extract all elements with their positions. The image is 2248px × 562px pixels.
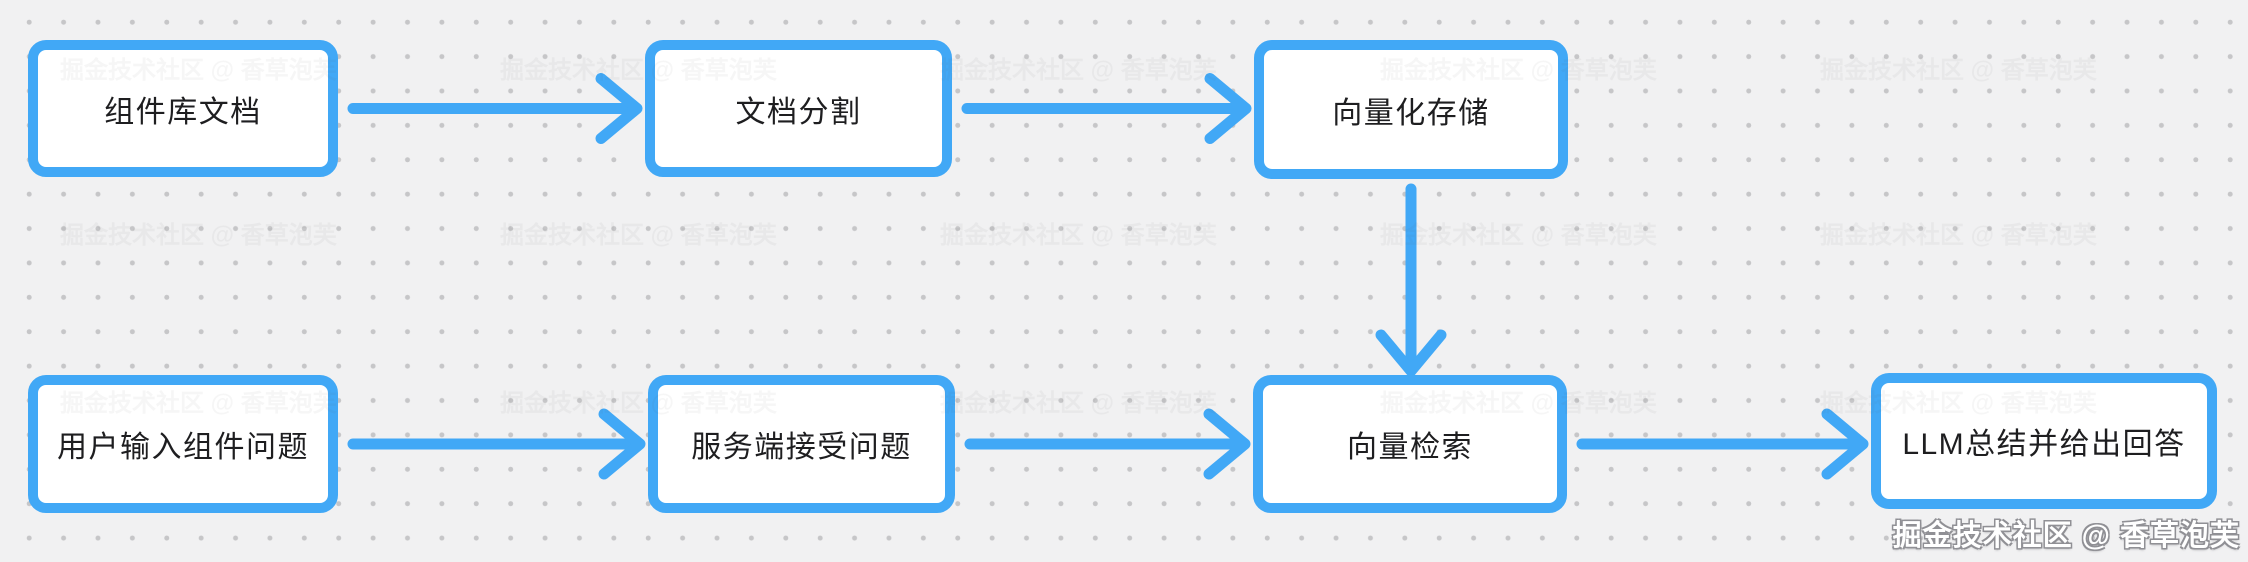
- node-llm-answer: LLM总结并给出回答: [1871, 373, 2217, 509]
- node-label-component-docs: 组件库文档: [104, 95, 262, 129]
- node-component-docs: 组件库文档: [28, 40, 338, 177]
- node-label-doc-split: 文档分割: [735, 95, 862, 129]
- arrow-head: [1821, 408, 1869, 480]
- arrow-vector-search-to-llm-answer: [1576, 408, 1869, 480]
- node-vector-search: 向量检索: [1253, 375, 1567, 513]
- arrow-vector-store-to-vector-search: [1375, 183, 1447, 377]
- faint-watermark-tile: 掘金技术社区 @ 香草泡芙: [1380, 222, 1657, 249]
- juejin-watermark: 掘金技术社区 @ 香草泡芙: [1892, 520, 2240, 552]
- arrow-doc-split-to-vector-store: [961, 73, 1252, 144]
- faint-watermark-tile: 掘金技术社区 @ 香草泡芙: [940, 57, 1217, 84]
- node-label-server-receive: 服务端接受问题: [691, 431, 912, 464]
- faint-watermark-tile: 掘金技术社区 @ 香草泡芙: [500, 222, 777, 249]
- node-label-vector-store: 向量化存储: [1332, 96, 1490, 130]
- faint-watermark-tile: 掘金技术社区 @ 香草泡芙: [1820, 222, 2097, 249]
- arrow-server-receive-to-vector-search: [964, 408, 1251, 480]
- faint-watermark-tile: 掘金技术社区 @ 香草泡芙: [940, 222, 1217, 249]
- faint-watermark-tile: 掘金技术社区 @ 香草泡芙: [940, 390, 1217, 417]
- faint-watermark-tile: 掘金技术社区 @ 香草泡芙: [1820, 57, 2097, 84]
- node-user-question: 用户输入组件问题: [28, 375, 338, 513]
- faint-watermark-tile: 掘金技术社区 @ 香草泡芙: [60, 222, 337, 249]
- node-doc-split: 文档分割: [645, 40, 952, 177]
- node-vector-store: 向量化存储: [1254, 40, 1568, 179]
- node-label-vector-search: 向量检索: [1347, 431, 1473, 464]
- arrow-user-question-to-server-receive: [347, 408, 646, 480]
- arrow-head: [1375, 329, 1447, 377]
- arrow-head: [595, 73, 643, 144]
- node-server-receive: 服务端接受问题: [648, 375, 955, 513]
- arrow-head: [1203, 408, 1251, 480]
- arrow-component-docs-to-doc-split: [347, 73, 643, 144]
- node-label-llm-answer: LLM总结并给出回答: [1902, 428, 2186, 461]
- node-label-user-question: 用户输入组件问题: [57, 431, 309, 464]
- arrow-head: [1204, 73, 1252, 144]
- arrow-head: [598, 408, 646, 480]
